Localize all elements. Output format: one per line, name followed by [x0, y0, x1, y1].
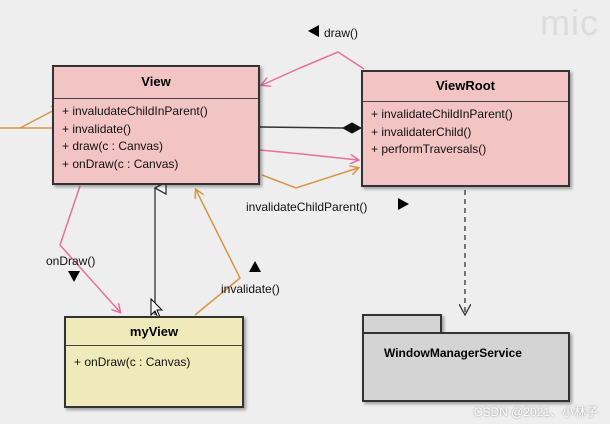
invalidate-call-arrow: [195, 190, 241, 316]
left-triangle-icon: [308, 25, 319, 37]
view-method: + draw(c : Canvas): [62, 139, 164, 153]
invalidate-child-parent-label: invalidateChildParent(): [246, 200, 368, 214]
draw-call-arrow: [262, 51, 365, 85]
myview-class-box: myView + onDraw(c : Canvas): [64, 316, 244, 408]
viewroot-method-list: + invalidateChildInParent() + invalidate…: [363, 102, 568, 159]
invalidate-root-arrow: [259, 149, 358, 160]
view-class-name: View: [54, 67, 258, 99]
logo-watermark: mic: [540, 2, 599, 43]
viewroot-method: + invalidateChildInParent(): [371, 107, 513, 121]
draw-label: draw(): [324, 26, 359, 40]
up-triangle-icon: [249, 261, 261, 272]
csdn-watermark: CSDN @2021、小林子: [473, 405, 598, 419]
composition-diamond: [341, 122, 363, 134]
viewroot-method: + performTraversals(): [371, 142, 487, 156]
composition-line: [259, 126, 344, 129]
viewroot-method: + invalidaterChild(): [371, 124, 472, 139]
invalidate-child-parent-arrow: [261, 168, 358, 189]
myview-method-list: + onDraw(c : Canvas): [66, 346, 242, 372]
incoming-invalidate-arrow-1: [0, 107, 60, 129]
package-tab: [362, 314, 442, 334]
right-triangle-icon: [398, 198, 409, 210]
view-method: + invaludateChildInParent(): [62, 104, 208, 118]
viewroot-class-name: ViewRoot: [363, 72, 568, 102]
invalidate-label: invalidate(): [221, 282, 280, 296]
package-name: WindowManagerService: [384, 346, 522, 360]
on-draw-label: onDraw(): [46, 254, 96, 268]
view-method-list: + invaludateChildInParent() + invalidate…: [54, 99, 258, 173]
window-manager-service-package: WindowManagerService: [362, 332, 570, 402]
view-method: + onDraw(c : Canvas): [62, 156, 179, 171]
down-triangle-icon: [68, 271, 80, 282]
viewroot-class-box: ViewRoot + invalidateChildInParent() + i…: [361, 70, 570, 187]
myview-class-name: myView: [66, 318, 242, 346]
view-class-box: View + invaludateChildInParent() + inval…: [52, 65, 260, 185]
view-method: + invalidate(): [62, 121, 132, 136]
on-draw-call-arrow: [59, 185, 120, 312]
myview-method: + onDraw(c : Canvas): [74, 355, 191, 369]
